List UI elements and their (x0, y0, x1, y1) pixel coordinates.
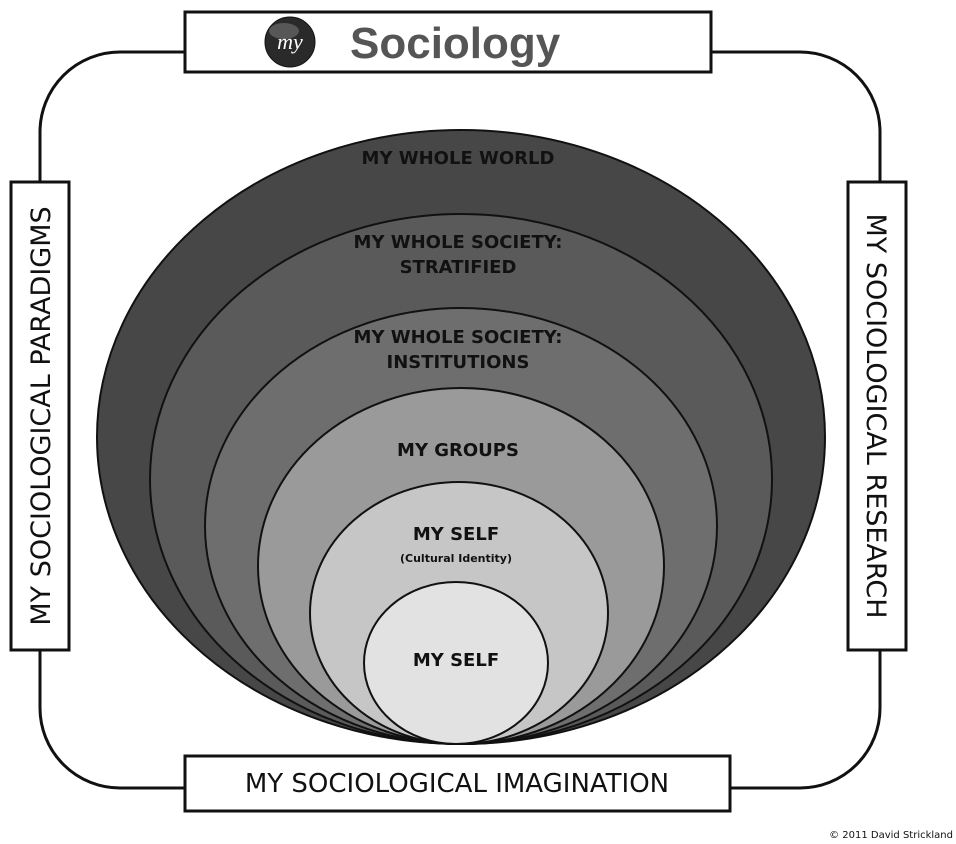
nested-circles (96, 129, 826, 745)
ring-label-institutions-line1: MY WHOLE SOCIETY: (354, 327, 563, 348)
logo-text: my (277, 29, 303, 54)
ring-self (363, 581, 549, 745)
left-label-box: MY SOCIOLOGICAL PARADIGMS (9, 180, 71, 652)
right-label-box: MY SOCIOLOGICAL RESEARCH (846, 180, 908, 652)
page-title: Sociology (350, 19, 561, 68)
bottom-label-box: MY SOCIOLOGICAL IMAGINATION (183, 754, 732, 813)
ring-label-self-cultural-line2: (Cultural Identity) (400, 552, 512, 565)
ring-label-self: MY SELF (413, 650, 499, 671)
ring-label-self-cultural-line1: MY SELF (413, 524, 499, 545)
ring-label-stratified-line1: MY WHOLE SOCIETY: (354, 232, 563, 253)
copyright-text: © 2011 David Strickland (829, 830, 953, 841)
logo-highlight (269, 23, 299, 39)
ring-label-stratified-line2: STRATIFIED (400, 257, 517, 278)
left-label: MY SOCIOLOGICAL PARADIGMS (26, 206, 57, 625)
ring-labels: MY WHOLE WORLD MY WHOLE SOCIETY: STRATIF… (354, 148, 563, 671)
ring-label-whole-world: MY WHOLE WORLD (362, 148, 555, 169)
ring-label-institutions-line2: INSTITUTIONS (387, 352, 530, 373)
title-box: my Sociology (183, 10, 713, 74)
right-label: MY SOCIOLOGICAL RESEARCH (860, 213, 891, 618)
bottom-label: MY SOCIOLOGICAL IMAGINATION (245, 769, 669, 799)
ring-label-groups: MY GROUPS (397, 440, 519, 461)
